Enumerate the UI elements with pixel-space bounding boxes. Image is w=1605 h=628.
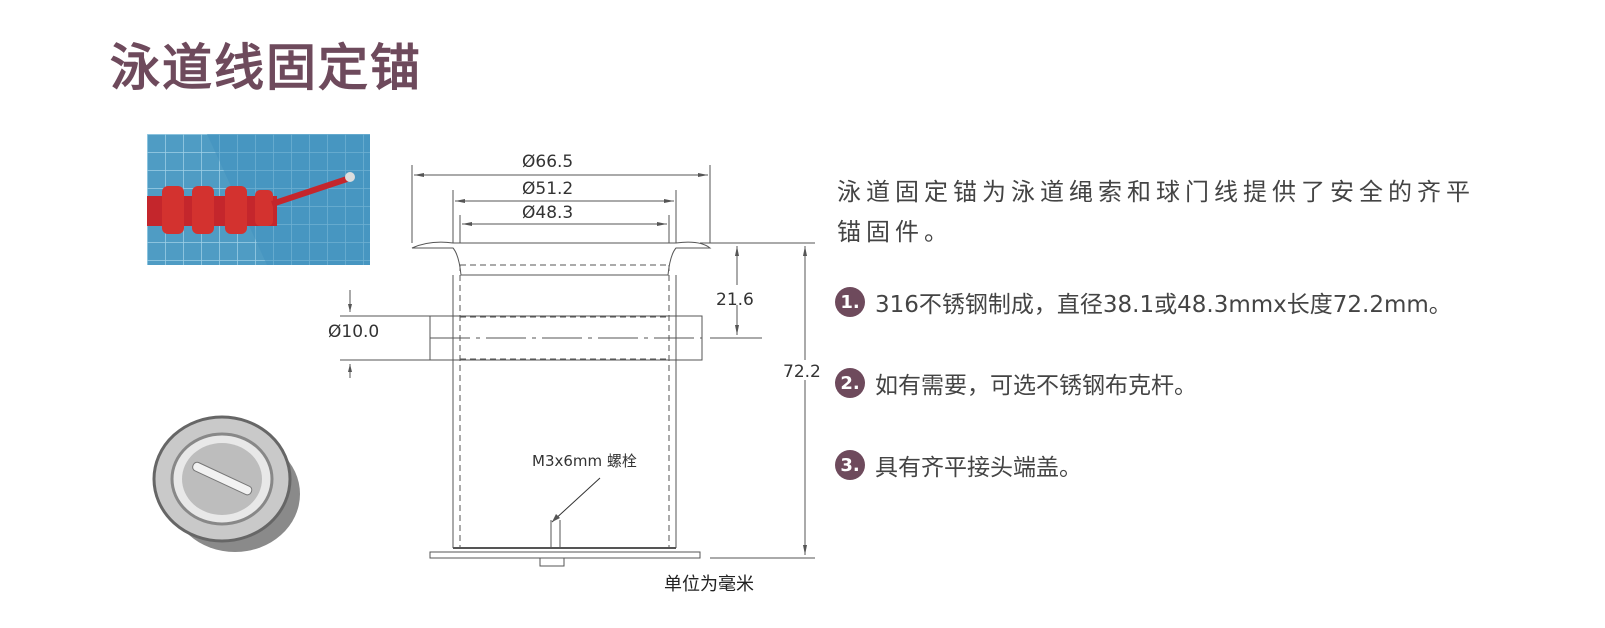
feature-text: 如有需要，可选不锈钢布克杆。 <box>875 373 1197 399</box>
unit-note: 单位为毫米 <box>664 574 754 595</box>
dim-inner-diameter: Ø48.3 <box>522 203 573 223</box>
pool-anchor-photo <box>147 134 370 265</box>
product-description: 泳道固定锚为泳道绳索和球门线提供了安全的齐平锚固件。 <box>837 178 1475 246</box>
dim-mid-diameter: Ø51.2 <box>522 179 573 199</box>
anchor-cap-illustration <box>152 415 300 552</box>
dim-hole-diameter: Ø10.0 <box>328 322 379 342</box>
feature-item: 2. 如有需要，可选不锈钢布克杆。 <box>835 366 1197 400</box>
feature-number-badge: 2. <box>835 368 865 398</box>
feature-number-badge: 1. <box>835 287 865 317</box>
page-title: 泳道线固定锚 <box>110 39 422 97</box>
feature-item: 3. 具有齐平接头端盖。 <box>835 448 1082 482</box>
feature-number-badge: 3. <box>835 450 865 480</box>
dim-hole-height: 21.6 <box>716 290 754 310</box>
feature-item: 1. 316不锈钢制成，直径38.1或48.3mmx长度72.2mm。 <box>835 285 1452 319</box>
feature-text: 316不锈钢制成，直径38.1或48.3mmx长度72.2mm。 <box>875 292 1452 318</box>
feature-text: 具有齐平接头端盖。 <box>875 455 1082 481</box>
dim-total-height: 72.2 <box>783 362 821 382</box>
dim-outer-diameter: Ø66.5 <box>522 152 573 172</box>
bolt-label: M3x6mm 螺栓 <box>532 452 637 470</box>
pool-photo-illustration <box>147 134 370 265</box>
anchor-cap-photo <box>140 394 310 564</box>
